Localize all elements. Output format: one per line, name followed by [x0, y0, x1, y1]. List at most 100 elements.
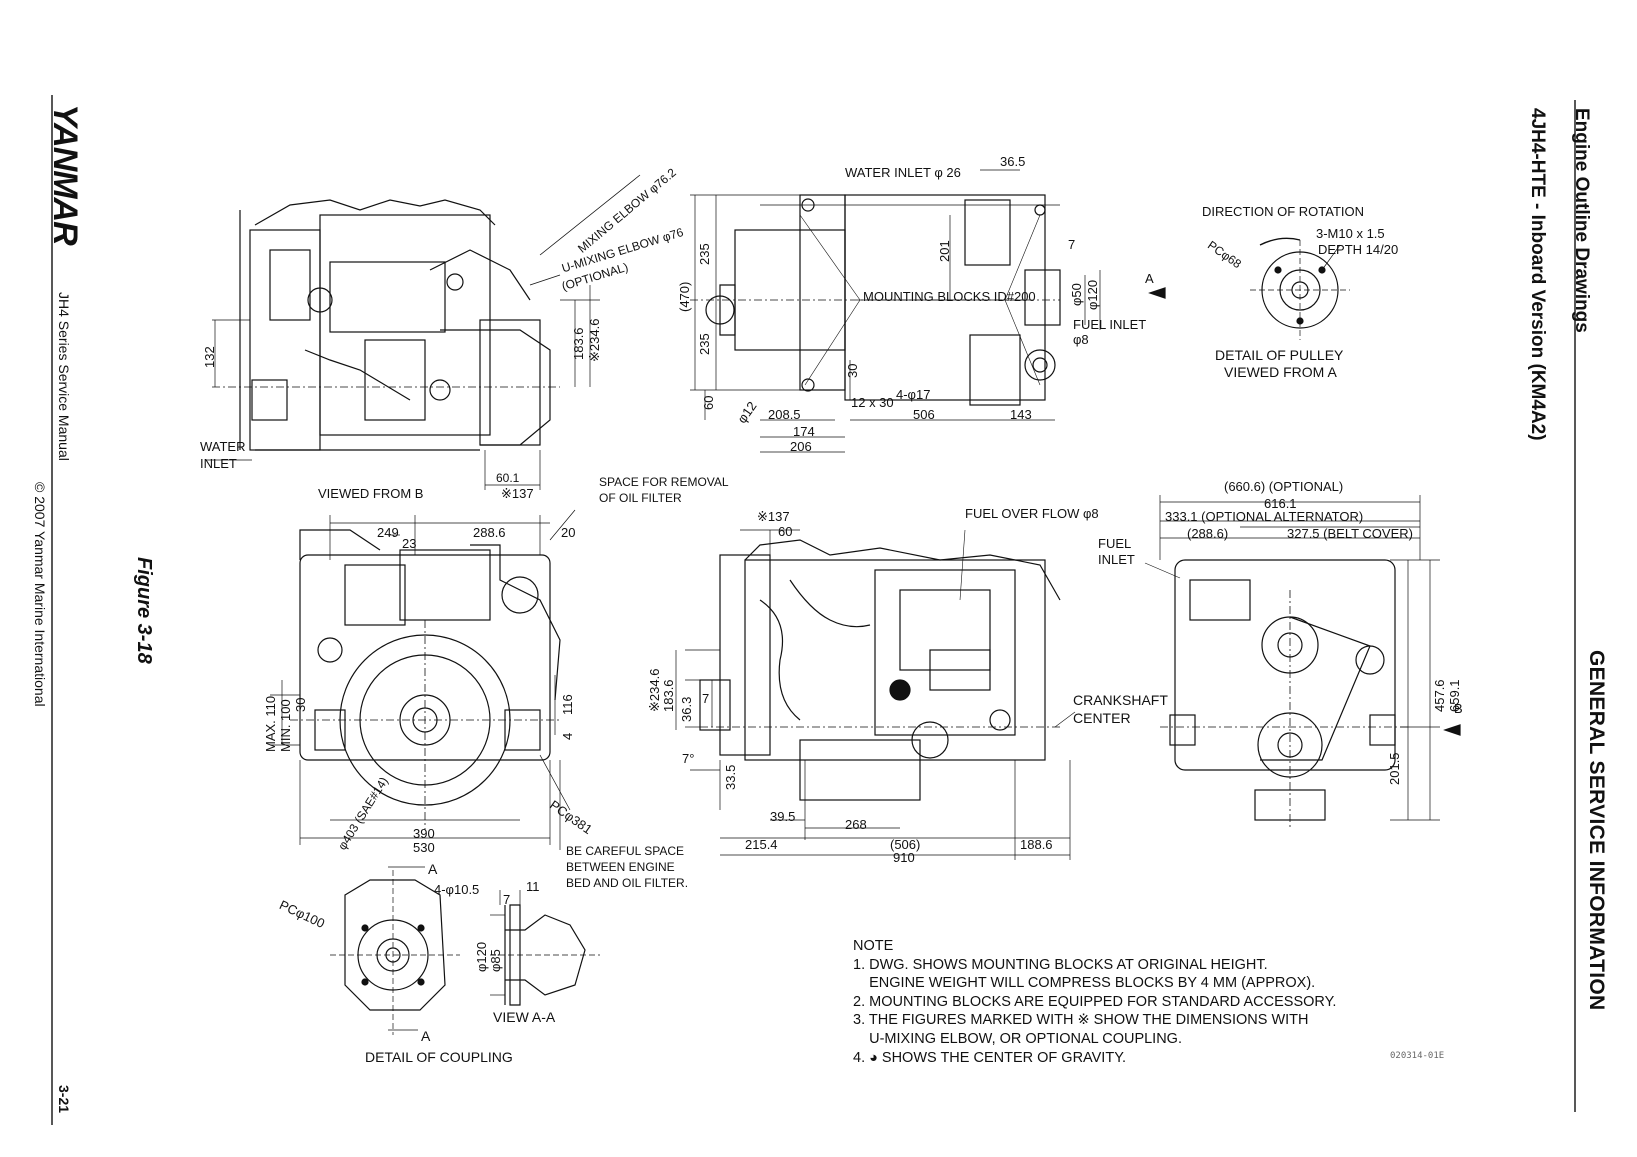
label-view-aa: VIEW A-A	[493, 1009, 556, 1025]
dim-60-b: 60	[778, 524, 793, 539]
dim-268: 268	[845, 817, 867, 832]
dim-143: 143	[1010, 407, 1032, 422]
dim-188-6: 188.6	[1020, 837, 1053, 852]
note-line: U-MIXING ELBOW, OR OPTIONAL COUPLING.	[853, 1030, 1182, 1047]
dim-60-a: 60	[701, 395, 716, 410]
dim-7-b: 7	[702, 691, 710, 706]
dim-7-c: 7	[503, 892, 511, 907]
dim-4-phi10-5: 4-φ10.5	[434, 882, 480, 897]
dim-12x30: 12 x 30	[851, 395, 894, 410]
label-fuel-inlet: FUEL INLET	[1073, 317, 1147, 332]
dim-116: 116	[560, 694, 575, 715]
note-line: 2. MOUNTING BLOCKS ARE EQUIPPED FOR STAN…	[853, 993, 1337, 1010]
view-a-marker: A	[1145, 271, 1154, 286]
label-detail-coupling: DETAIL OF COUPLING	[365, 1049, 513, 1065]
label-be-careful-2: BETWEEN ENGINE	[566, 860, 675, 874]
dim-23: 23	[402, 536, 417, 551]
dim-min100: MIN. 100	[278, 699, 293, 752]
dim-137-a: ※137	[501, 486, 534, 501]
label-water-inlet: WATER INLET φ 26	[845, 165, 961, 180]
label-depth: DEPTH 14/20	[1318, 242, 1399, 257]
dim-137-b: ※137	[757, 509, 790, 524]
label-water-inlet-left-1: WATER	[200, 439, 246, 454]
dim-470: (470)	[677, 281, 692, 312]
label-space-removal-1: SPACE FOR REMOVAL	[599, 475, 729, 489]
dim-235-a: 235	[697, 243, 712, 265]
dim-36-3: 36.3	[679, 696, 694, 722]
dim-530: 530	[413, 840, 435, 855]
dim-206: 206	[790, 439, 812, 454]
dim-11: 11	[526, 879, 540, 894]
dim-201: 201	[937, 240, 952, 262]
view-b-marker: B	[1454, 701, 1463, 716]
section-a-top: A	[428, 861, 438, 877]
dim-max110: MAX. 110	[263, 695, 278, 752]
dim-174: 174	[793, 424, 815, 439]
dim-234-6-a: ※234.6	[587, 318, 602, 362]
label-fuel-inlet-size: φ8	[1073, 332, 1089, 347]
dim-183-6-b: 183.6	[661, 679, 676, 712]
dim-506-b: (506)	[890, 837, 921, 852]
dim-208-5: 208.5	[768, 407, 801, 422]
drawing-code: 020314-01E	[1390, 1051, 1445, 1061]
engine-top-view	[690, 169, 1166, 453]
dim-201-5: 201.5	[1387, 752, 1402, 785]
pulley-detail	[1250, 237, 1350, 340]
note-line: ENGINE WEIGHT WILL COMPRESS BLOCKS BY 4 …	[853, 975, 1316, 992]
label-m10: 3-M10 x 1.5	[1316, 226, 1385, 241]
dim-36-5: 36.5	[1000, 154, 1026, 169]
dim-30-a: 30	[845, 363, 860, 378]
label-fuel-inlet-mid-2: INLET	[1098, 552, 1135, 567]
dim-288-6-a: 288.6	[473, 525, 506, 540]
dim-616-1: 616.1	[1264, 496, 1297, 511]
dim-457-6: 457.6	[1432, 679, 1447, 712]
dim-235-b: 235	[697, 333, 712, 355]
label-water-inlet-left-2: INLET	[200, 456, 237, 471]
note-line: 1. DWG. SHOWS MOUNTING BLOCKS AT ORIGINA…	[853, 956, 1268, 973]
dim-4: 4	[560, 732, 575, 740]
label-viewed-from-b: VIEWED FROM B	[318, 486, 424, 501]
dim-506: 506	[913, 407, 935, 422]
dim-phi120-a: φ120	[1085, 279, 1100, 310]
notes-heading: NOTE	[853, 938, 894, 954]
engine-rear-view	[1144, 495, 1461, 830]
dim-39-5: 39.5	[770, 809, 796, 824]
note-line: 3. THE FIGURES MARKED WITH ※ SHOW THE DI…	[853, 1012, 1309, 1029]
engine-view-from-b	[205, 174, 641, 490]
dim-7-deg: 7°	[682, 751, 695, 766]
dim-phi50: φ50	[1069, 283, 1084, 306]
dim-4-phi17: 4-φ17	[896, 387, 931, 402]
engine-side-view	[675, 529, 1076, 860]
note-line: 4. ◕ SHOWS THE CENTER OF GRAVITY.	[853, 1049, 1127, 1066]
label-crankshaft-2: CENTER	[1073, 710, 1131, 726]
dim-910: 910	[893, 850, 915, 865]
dim-30-b: 30	[293, 697, 308, 712]
dim-660-6: (660.6) (OPTIONAL)	[1224, 479, 1344, 494]
label-mounting-blocks: MOUNTING BLOCKS ID#200	[863, 289, 1036, 304]
dim-20: 20	[561, 525, 576, 540]
label-crankshaft-1: CRANKSHAFT	[1073, 692, 1168, 708]
dim-183-6-a: 183.6	[571, 327, 586, 360]
label-be-careful-1: BE CAREFUL SPACE	[566, 844, 685, 858]
dim-288-6-b: (288.6)	[1187, 526, 1229, 541]
label-be-careful-3: BED AND OIL FILTER.	[566, 876, 689, 890]
dim-33-5: 33.5	[723, 764, 738, 790]
label-detail-pulley-1: DETAIL OF PULLEY	[1215, 347, 1344, 363]
section-a-bottom: A	[421, 1028, 431, 1044]
dim-60-1: 60.1	[496, 471, 520, 485]
dim-249: 249	[377, 525, 399, 540]
label-space-removal-2: OF OIL FILTER	[599, 491, 682, 505]
label-detail-pulley-2: VIEWED FROM A	[1224, 364, 1337, 380]
notes-block: NOTE 1. DWG. SHOWS MOUNTING BLOCKS AT OR…	[853, 937, 1336, 1067]
dim-215-4: 215.4	[745, 837, 778, 852]
engine-front-view	[270, 509, 576, 850]
label-fuel-inlet-mid-1: FUEL	[1098, 536, 1132, 551]
label-direction-of-rotation: DIRECTION OF ROTATION	[1202, 204, 1365, 219]
dim-132: 132	[202, 346, 217, 368]
label-fuel-over-flow: FUEL OVER FLOW φ8	[965, 506, 1099, 521]
coupling-detail	[330, 866, 600, 1035]
dim-7-a: 7	[1068, 237, 1076, 252]
dim-333-1: 333.1 (OPTIONAL ALTERNATOR)	[1165, 509, 1364, 524]
